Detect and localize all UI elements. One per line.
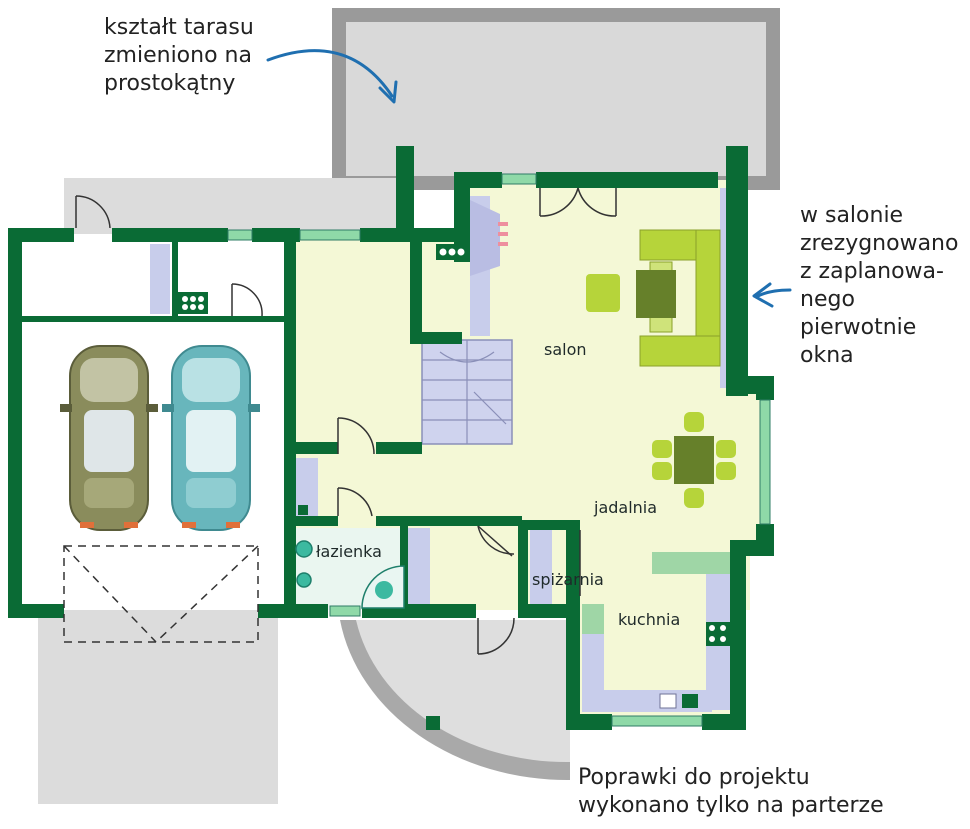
walls bbox=[8, 146, 774, 730]
arrow-window bbox=[756, 288, 792, 298]
staircase bbox=[421, 339, 513, 445]
boiler bbox=[178, 292, 208, 314]
coffee-table bbox=[636, 270, 676, 318]
annotation-footer: Poprawki do projektu wykonano tylko na p… bbox=[578, 765, 884, 818]
pantry-shelf bbox=[582, 604, 604, 634]
arrow-terrace-head bbox=[378, 80, 398, 104]
bathroom-fixtures bbox=[295, 505, 405, 609]
room-label-kuchnia: kuchnia bbox=[618, 610, 681, 629]
kitchen-stove bbox=[706, 622, 730, 646]
arrow-terrace bbox=[266, 49, 394, 98]
kitchen-sink bbox=[659, 693, 698, 709]
doors bbox=[75, 187, 617, 655]
garage-door bbox=[63, 545, 259, 643]
room-label-lazienka: łazienka bbox=[316, 542, 382, 561]
driveway bbox=[38, 610, 278, 804]
windows bbox=[227, 173, 771, 727]
fireplace bbox=[470, 200, 508, 276]
car-teal bbox=[162, 345, 260, 531]
kitchen-island bbox=[652, 552, 730, 574]
room-label-jadalnia: jadalnia bbox=[594, 498, 658, 517]
annotation-window: w salonie zrezygnowano z zaplanowa- nego… bbox=[800, 203, 959, 368]
room-label-salon: salon bbox=[544, 340, 587, 359]
armchair bbox=[586, 274, 620, 312]
car-olive bbox=[60, 345, 158, 531]
terrace-round bbox=[340, 620, 570, 781]
room-label-spizarnia: spiżarnia bbox=[532, 570, 604, 589]
paving-left-top bbox=[64, 178, 404, 234]
annotation-terrace: kształt tarasu zmieniono na prostokątny bbox=[104, 15, 254, 96]
dining-set bbox=[652, 412, 736, 508]
arrow-window-head bbox=[752, 282, 774, 308]
hall-heater bbox=[436, 244, 468, 260]
